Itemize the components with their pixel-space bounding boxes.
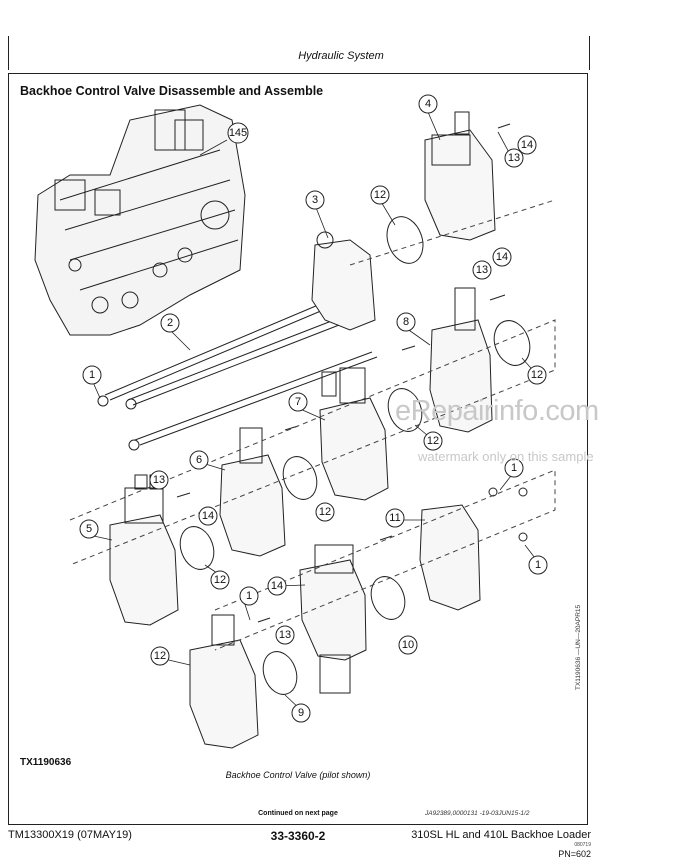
section-6-drawing xyxy=(219,454,286,557)
callout-1: 1 xyxy=(535,559,541,571)
header-rule-left xyxy=(8,36,9,70)
callout-13: 13 xyxy=(508,152,520,164)
callout-7: 7 xyxy=(295,396,301,408)
callout-13: 13 xyxy=(279,629,291,641)
callout-bubbles xyxy=(79,94,548,723)
end-plate-3-drawing xyxy=(311,239,376,331)
section-10-drawing xyxy=(299,559,367,661)
section-5-drawing xyxy=(109,514,179,626)
callout-8: 8 xyxy=(403,316,409,328)
callout-11: 11 xyxy=(389,512,400,524)
footer-date-code: 080719 xyxy=(574,842,591,848)
callout-14: 14 xyxy=(521,139,533,151)
valve-assembly-drawing xyxy=(34,104,246,336)
callout-1: 1 xyxy=(246,590,252,602)
callout-12: 12 xyxy=(374,189,386,201)
document-code: JA92389,0000131 -19-03JUN15-1/2 xyxy=(425,810,530,817)
callout-13: 13 xyxy=(476,264,488,276)
figure-frame xyxy=(8,73,588,825)
callout-12: 12 xyxy=(427,435,439,447)
header-rule-right xyxy=(589,36,590,70)
footer-page-number: 33-3360-2 xyxy=(270,829,326,843)
callout-13: 13 xyxy=(153,474,165,486)
section-title: Backhoe Control Valve Disassemble and As… xyxy=(20,84,324,98)
callout-14: 14 xyxy=(271,580,283,592)
callout-2: 2 xyxy=(167,317,173,329)
section-9-drawing xyxy=(189,639,259,749)
footer-model: 310SL HL and 410L Backhoe Loader xyxy=(411,829,591,841)
callout-4: 4 xyxy=(425,98,431,110)
watermark-note: watermark only on this sample xyxy=(418,449,594,464)
callout-12: 12 xyxy=(531,369,543,381)
page-header-title: Hydraulic System xyxy=(298,50,384,62)
callout-3: 3 xyxy=(312,194,318,206)
bolts xyxy=(176,123,528,623)
callout-6: 6 xyxy=(196,454,202,466)
figure-id: TX1190636 xyxy=(20,757,72,768)
callout-14: 14 xyxy=(496,251,508,263)
continued-note: Continued on next page xyxy=(258,810,338,817)
footer-manual-id: TM13300X19 (07MAY19) xyxy=(8,829,132,841)
assembly-guide-lines xyxy=(69,199,556,651)
callout-1: 1 xyxy=(89,369,95,381)
callout-12: 12 xyxy=(319,506,331,518)
callout-9: 9 xyxy=(298,707,304,719)
leader-lines xyxy=(88,111,539,711)
figure-side-code: TX1190636 —UN—20APR15 xyxy=(575,604,582,690)
callout-5: 5 xyxy=(86,523,92,535)
o-rings xyxy=(179,216,531,695)
callout-10: 10 xyxy=(402,639,414,651)
end-plate-11-drawing xyxy=(419,504,481,611)
callout-14: 14 xyxy=(202,510,214,522)
callout-12: 12 xyxy=(214,574,226,586)
figure-caption: Backhoe Control Valve (pilot shown) xyxy=(225,770,371,780)
section-4-drawing xyxy=(424,129,496,241)
section-7-drawing xyxy=(319,397,389,501)
section-8-drawing xyxy=(429,319,493,433)
tie-rods xyxy=(97,299,378,451)
footer-pn: PN=602 xyxy=(558,849,591,859)
callout-1: 1 xyxy=(511,462,517,474)
callout-12: 12 xyxy=(154,650,166,662)
callout-145: 145 xyxy=(229,127,247,139)
watermark-text: eRepairinfo.com xyxy=(395,395,599,427)
